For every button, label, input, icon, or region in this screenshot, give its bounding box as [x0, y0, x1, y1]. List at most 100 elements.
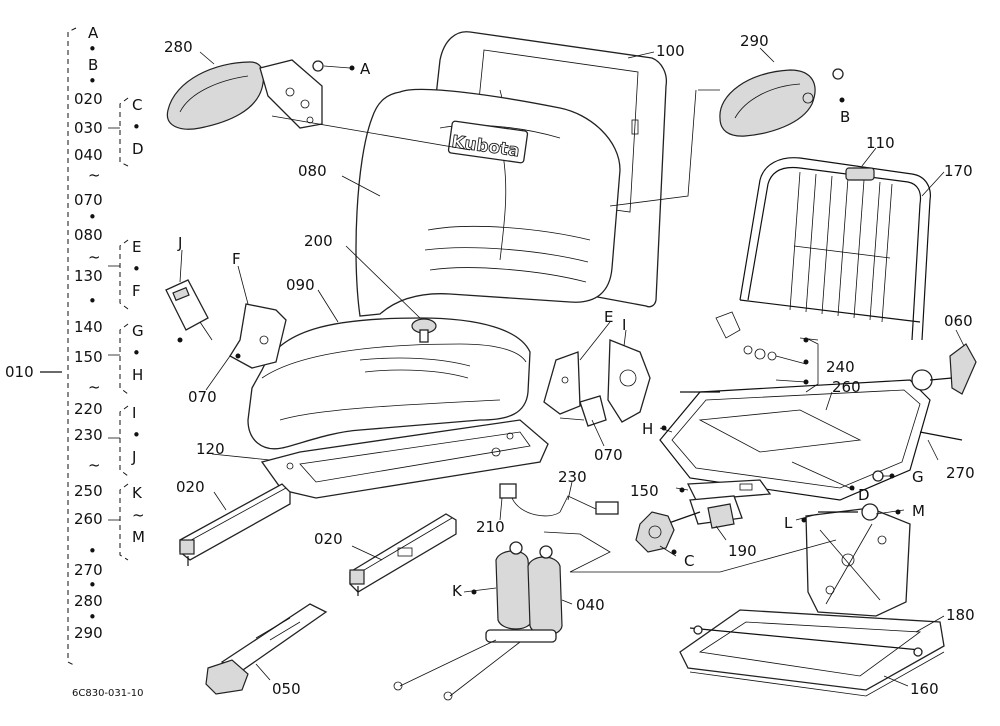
weight-adjuster-190: [665, 495, 743, 529]
suspension-base: [679, 609, 945, 697]
label-200: 200: [304, 232, 333, 250]
relation-lines: [271, 89, 837, 573]
bracket-150: [686, 479, 772, 501]
index-group-item: •: [132, 344, 141, 362]
label-230: 230: [558, 468, 587, 486]
index-item: •: [88, 40, 97, 58]
index-column: 010 A•B•020030040~070•080~130•140150~220…: [5, 24, 145, 667]
index-item: ~: [88, 166, 101, 184]
index-group-item: G: [132, 322, 144, 340]
label-270: 270: [946, 464, 975, 482]
slide-rail-right: [349, 513, 457, 596]
label-A: A: [360, 60, 371, 78]
seat-switch-harness: [499, 483, 619, 517]
label-F: F: [232, 250, 241, 268]
index-root: 010: [5, 363, 34, 381]
knob-c: [635, 511, 675, 553]
label-120: 120: [196, 440, 225, 458]
part-labels: 280 A 100 290 B 080 110 170 J F 200 090 …: [164, 32, 975, 698]
index-item: B: [88, 56, 98, 74]
index-item: 220: [74, 400, 103, 418]
index-item: 150: [74, 348, 103, 366]
label-D: D: [858, 486, 870, 504]
index-item: A: [88, 24, 99, 42]
index-group-item: D: [132, 140, 144, 158]
slide-handle: [205, 603, 328, 695]
label-070-left: 070: [188, 388, 217, 406]
label-M: M: [912, 502, 925, 520]
label-180: 180: [946, 606, 975, 624]
slide-rail-left: [179, 483, 291, 566]
shock-absorber: [393, 541, 563, 701]
label-080: 080: [298, 162, 327, 180]
label-020-right: 020: [314, 530, 343, 548]
index-item: •: [88, 72, 97, 90]
reference-dots: [177, 337, 901, 595]
back-cushion: Kubota: [355, 88, 621, 317]
label-B: B: [840, 108, 850, 126]
index-item: 280: [74, 592, 103, 610]
label-060: 060: [944, 312, 973, 330]
label-I: I: [622, 316, 626, 334]
index-item: ~: [88, 378, 101, 396]
index-group-item: K: [132, 484, 143, 502]
index-group-item: •: [132, 118, 141, 136]
label-280: 280: [164, 38, 193, 56]
figure-code: 6C830-031-10: [72, 688, 143, 699]
index-item: •: [88, 208, 97, 226]
seat-frame: [659, 157, 977, 501]
index-item: 040: [74, 146, 103, 164]
belt-bracket-e: [543, 351, 581, 415]
index-item: 260: [74, 510, 103, 528]
armrest-right: [719, 68, 845, 137]
belt-bracket-f: [229, 303, 287, 369]
index-item: •: [88, 608, 97, 626]
index-item: 140: [74, 318, 103, 336]
label-240: 240: [826, 358, 855, 376]
index-item: 030: [74, 119, 103, 137]
label-190: 190: [728, 542, 757, 560]
index-item: 080: [74, 226, 103, 244]
index-item: 130: [74, 267, 103, 285]
index-group-item: C: [132, 96, 142, 114]
index-item: 250: [74, 482, 103, 500]
index-item: ~: [88, 456, 101, 474]
index-group-item: F: [132, 282, 141, 300]
label-110: 110: [866, 134, 895, 152]
index-item: 070: [74, 191, 103, 209]
label-L: L: [784, 514, 793, 532]
armrest-left: [166, 59, 355, 130]
index-group-item: I: [132, 404, 136, 422]
index-item: 290: [74, 624, 103, 642]
clip-070: [559, 395, 607, 427]
label-E: E: [604, 308, 613, 326]
label-020-left: 020: [176, 478, 205, 496]
label-160: 160: [910, 680, 939, 698]
index-item: 020: [74, 90, 103, 108]
index-group-item: ~: [132, 506, 145, 524]
label-290: 290: [740, 32, 769, 50]
label-150: 150: [630, 482, 659, 500]
index-item: ~: [88, 248, 101, 266]
label-050: 050: [272, 680, 301, 698]
label-090: 090: [286, 276, 315, 294]
label-170: 170: [944, 162, 973, 180]
index-group-item: •: [132, 260, 141, 278]
label-J: J: [177, 234, 182, 252]
index-group-item: •: [132, 426, 141, 444]
suspension-linkage: [805, 503, 911, 617]
label-100: 100: [656, 42, 685, 60]
label-G: G: [912, 468, 924, 486]
index-item: 270: [74, 561, 103, 579]
label-K: K: [452, 582, 463, 600]
label-C: C: [684, 552, 694, 570]
index-group-item: M: [132, 528, 145, 546]
label-H: H: [642, 420, 653, 438]
label-260: 260: [832, 378, 861, 396]
leader-lines: [179, 47, 965, 687]
index-group-item: J: [131, 448, 136, 466]
index-item: 230: [74, 426, 103, 444]
index-group-item: H: [132, 366, 143, 384]
